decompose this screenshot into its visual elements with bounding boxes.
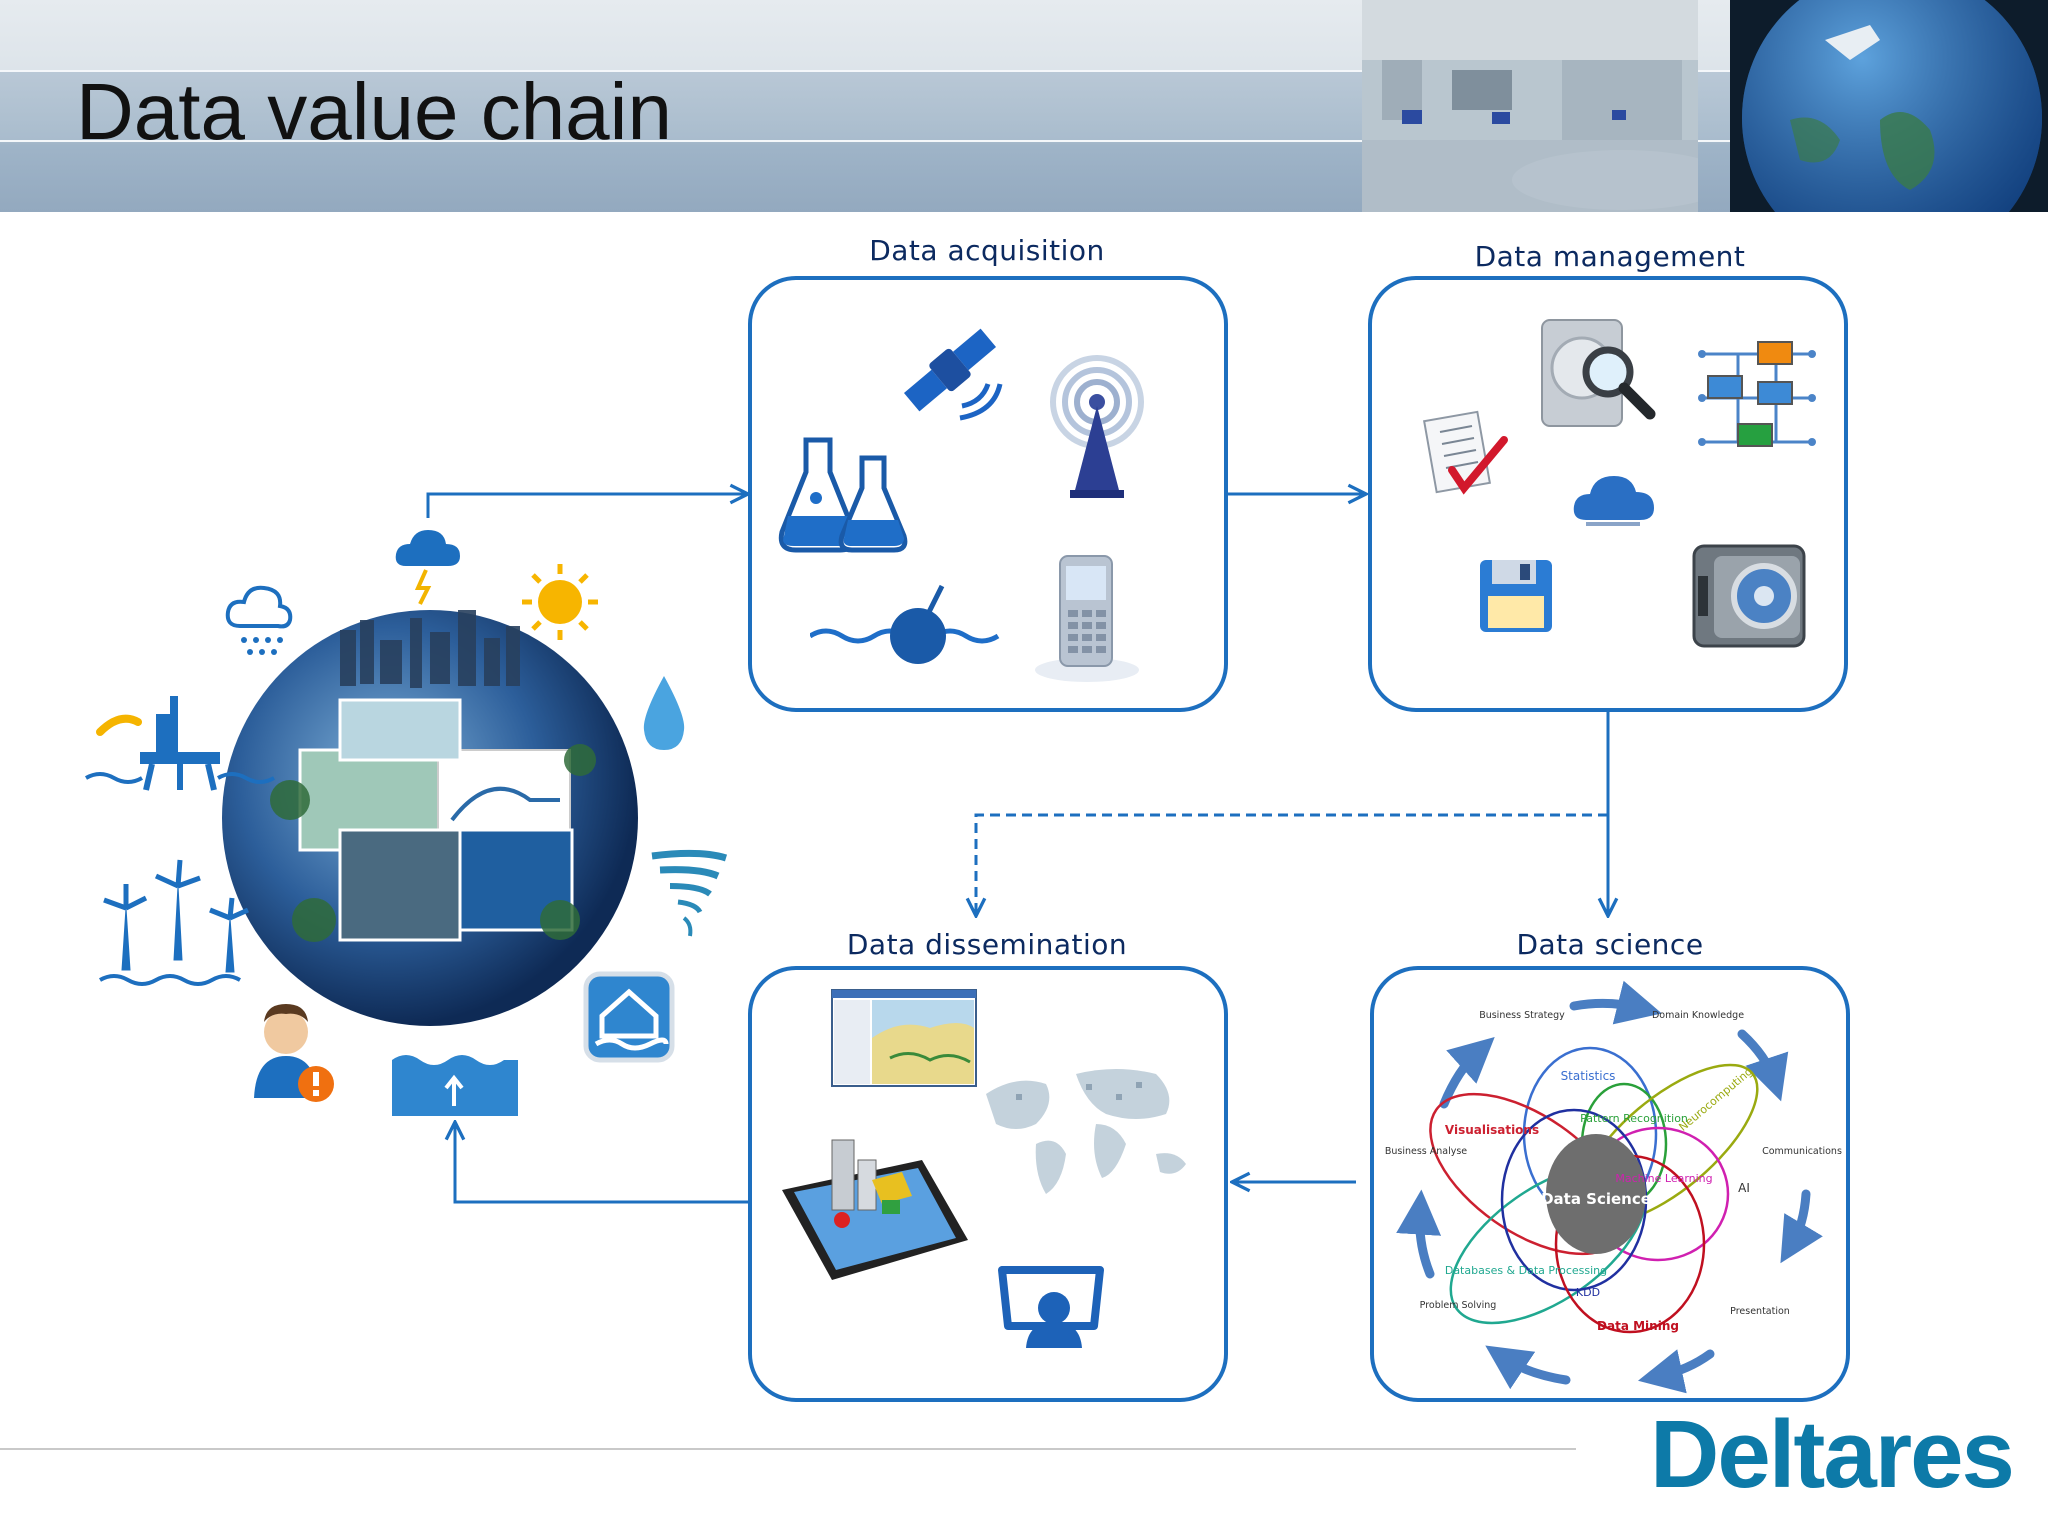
stage-label-dissemination: Data dissemination — [846, 928, 1128, 961]
outer-problem-solving: Problem Solving — [1420, 1300, 1497, 1311]
sea-level-icon — [392, 1055, 518, 1116]
mobile-phone-icon — [1035, 555, 1139, 682]
outer-communications: Communications — [1762, 1146, 1842, 1157]
label-mining: Data Mining — [1597, 1319, 1679, 1333]
gis-screenshot-icon — [831, 989, 977, 1087]
outer-business-analyse: Business Analyse — [1385, 1146, 1467, 1157]
label-kdd: KDD — [1576, 1286, 1600, 1299]
stage-label-science: Data science — [1516, 928, 1704, 961]
footer-rule — [0, 1448, 1576, 1450]
floppy-disk-icon — [1480, 560, 1552, 632]
network-icon — [1698, 341, 1816, 447]
radio-tower-icon — [1050, 355, 1144, 498]
dissemination-box — [748, 966, 1228, 1402]
deltares-logo: Deltares — [1650, 1401, 2015, 1508]
earth-globe — [222, 610, 638, 1026]
lab-flasks-icon — [778, 437, 908, 553]
cloud-icon — [1573, 476, 1654, 526]
tablet-3d-icon — [782, 1139, 968, 1280]
sun-icon — [522, 564, 598, 640]
presentation-screen-icon — [998, 1266, 1104, 1348]
label-pattern: Pattern Recognition — [1580, 1112, 1688, 1125]
user-alert-icon — [254, 1004, 334, 1102]
storm-cloud-icon — [395, 530, 460, 605]
stage-label-acquisition: Data acquisition — [869, 234, 1105, 267]
data-science-venn-diagram: Data Science Business Strategy Domain Kn… — [1385, 980, 1842, 1394]
management-box — [1368, 276, 1848, 712]
header-rule-top — [0, 70, 2048, 72]
tornado-icon — [651, 849, 728, 937]
label-ai: AI — [1738, 1181, 1750, 1195]
safe-icon — [1692, 544, 1806, 648]
outer-domain-knowledge: Domain Knowledge — [1652, 1010, 1744, 1021]
water-drop-icon — [643, 676, 685, 750]
checklist-icon — [1423, 410, 1508, 495]
dashed-arrow-management-to-dissemination — [976, 813, 1608, 916]
flood-house-icon — [583, 971, 675, 1063]
water-sensor-icon — [810, 584, 1000, 664]
kdd-ring — [1500, 1108, 1648, 1292]
label-databases: Databases & Data Processing — [1445, 1264, 1607, 1277]
acquisition-box — [748, 276, 1228, 712]
hard-disk-search-icon — [1541, 319, 1656, 427]
office-photo — [1362, 0, 1698, 212]
world-map-icon — [986, 1069, 1186, 1194]
label-statistics: Statistics — [1561, 1069, 1616, 1083]
snow-cloud-icon — [225, 585, 293, 655]
globe-photo — [1730, 0, 2048, 212]
arrow-earth-to-acquisition — [426, 494, 748, 518]
label-machine: Machine Learning — [1615, 1172, 1712, 1185]
header-rule-bottom — [0, 140, 2048, 142]
arrow-dissemination-to-earth — [455, 1122, 756, 1204]
outer-presentation: Presentation — [1730, 1306, 1790, 1317]
slide-header: Data value chain — [0, 0, 2048, 212]
label-visual: Visualisations — [1445, 1123, 1539, 1137]
oil-platform-icon — [85, 696, 275, 791]
science-box: Data Science Business Strategy Domain Kn… — [1370, 966, 1850, 1402]
earth-cluster — [85, 530, 728, 1116]
stage-label-management: Data management — [1474, 240, 1746, 273]
core-label: Data Science — [1541, 1190, 1651, 1208]
slide-title: Data value chain — [76, 67, 672, 156]
data-science-core — [1546, 1134, 1646, 1254]
wind-turbines-icon — [99, 859, 250, 986]
outer-business-strategy: Business Strategy — [1479, 1010, 1565, 1021]
satellite-icon — [903, 328, 1003, 421]
